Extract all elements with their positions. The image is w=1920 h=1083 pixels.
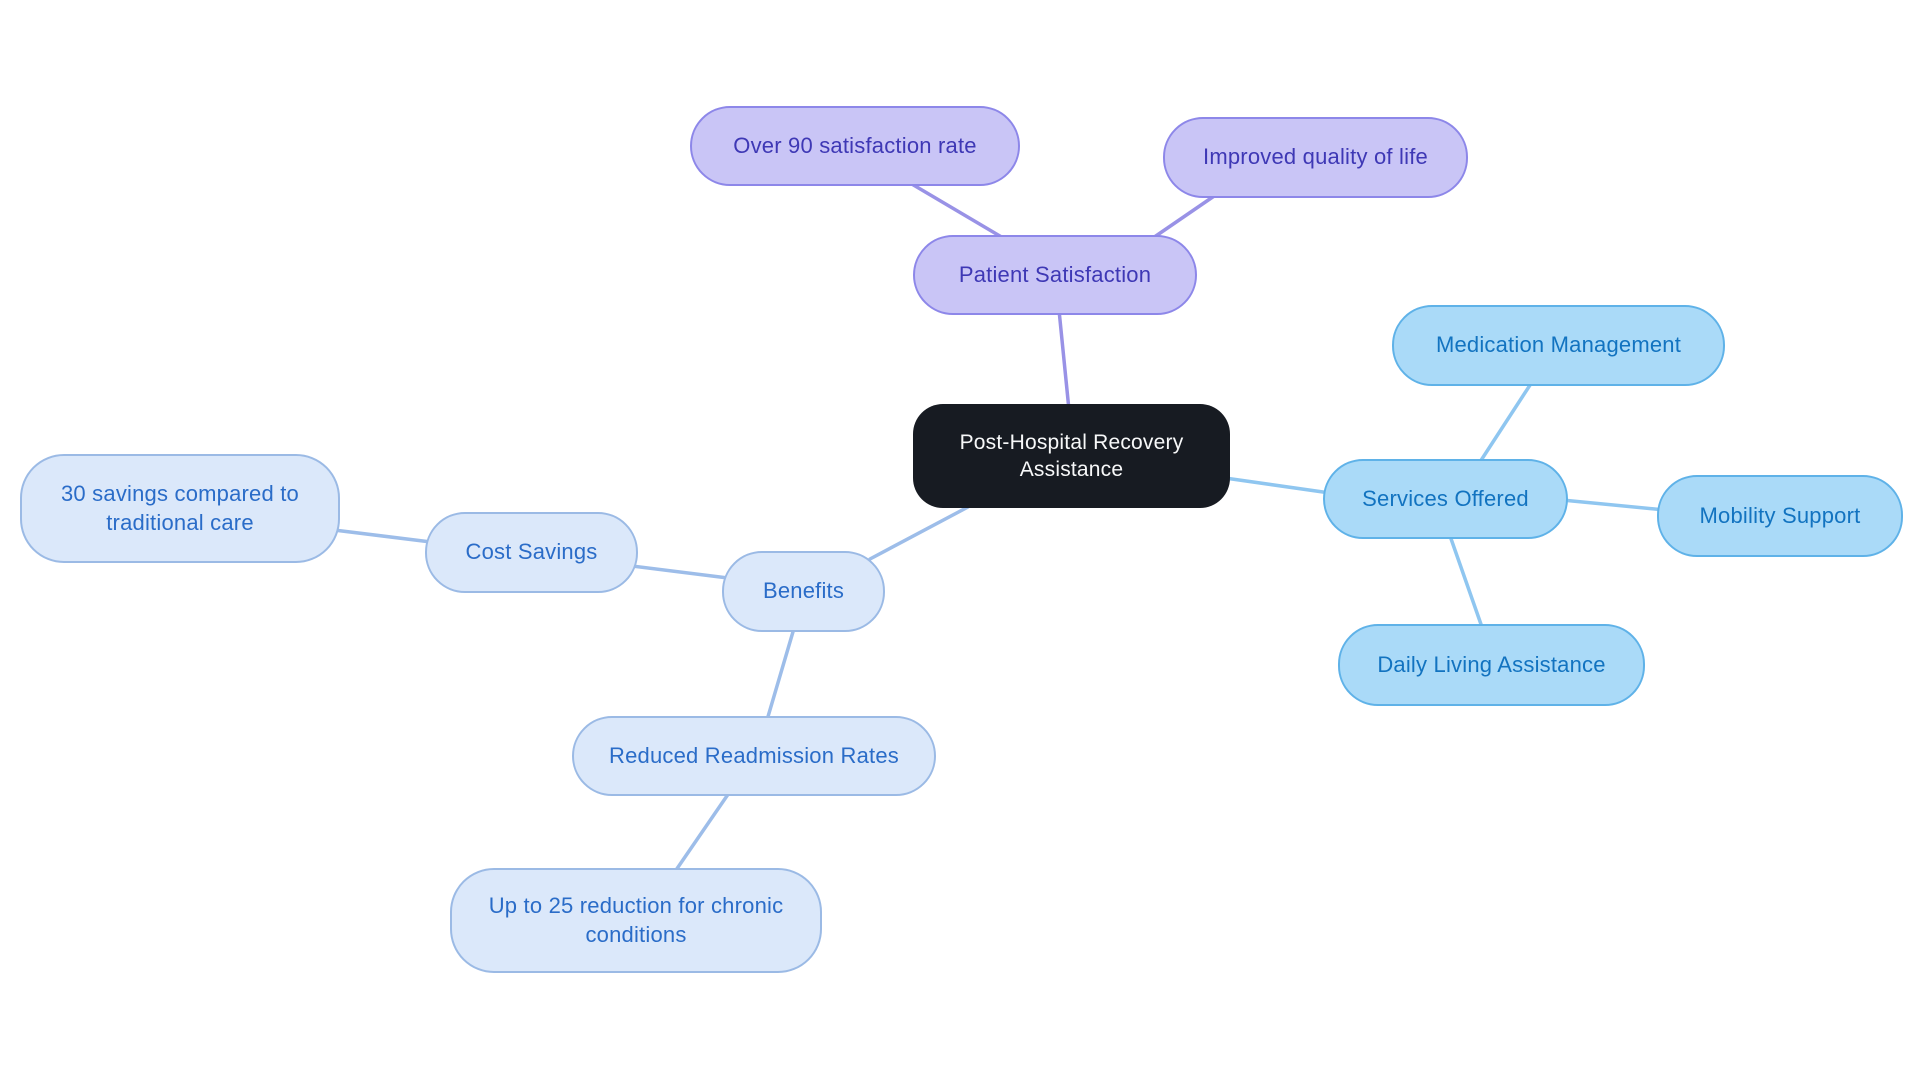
edge-satisfaction-rate-to-patient-satisfaction bbox=[903, 178, 1012, 244]
node-services-offered: Services Offered bbox=[1323, 459, 1568, 539]
node-satisfaction-rate: Over 90 satisfaction rate bbox=[690, 106, 1020, 186]
edge-benefits-to-cost-savings bbox=[630, 564, 730, 580]
node-daily-living-assistance-label: Daily Living Assistance bbox=[1377, 651, 1606, 677]
node-quality-of-life-label: Improved quality of life bbox=[1203, 144, 1428, 170]
edge-benefits-to-reduced-readmission bbox=[765, 623, 797, 722]
node-patient-satisfaction-label: Patient Satisfaction bbox=[958, 261, 1152, 287]
node-daily-living-assistance: Daily Living Assistance bbox=[1338, 624, 1645, 706]
node-reduced-readmission: Reduced Readmission Rates bbox=[572, 716, 936, 796]
node-readmission-detail: Up to 25 reduction for chronic condition… bbox=[450, 868, 822, 973]
node-services-offered-label: Services Offered bbox=[1362, 485, 1529, 511]
node-mobility-support-label: Mobility Support bbox=[1699, 502, 1861, 528]
edge-services-to-mobility-support bbox=[1560, 498, 1667, 512]
node-patient-satisfaction: Patient Satisfaction bbox=[913, 235, 1197, 315]
node-cost-savings-label: Cost Savings bbox=[465, 539, 598, 565]
node-satisfaction-rate-label: Over 90 satisfaction rate bbox=[733, 132, 977, 158]
node-benefits: Benefits bbox=[722, 551, 885, 632]
edge-root-to-benefits bbox=[868, 505, 970, 561]
edge-services-to-medication-management bbox=[1476, 380, 1534, 467]
node-root-label: Post-Hospital Recovery Assistance bbox=[959, 430, 1184, 481]
edge-services-to-daily-living bbox=[1447, 531, 1485, 632]
node-root: Post-Hospital Recovery Assistance bbox=[913, 404, 1230, 508]
edge-root-to-services-offered bbox=[1223, 476, 1332, 495]
node-cost-savings-detail: 30 savings compared to traditional care bbox=[20, 454, 340, 563]
node-cost-savings-detail-label: 30 savings compared to traditional care bbox=[61, 480, 299, 535]
node-benefits-label: Benefits bbox=[762, 578, 845, 604]
node-medication-management: Medication Management bbox=[1392, 305, 1725, 386]
edge-cost-savings-to-detail bbox=[332, 528, 433, 544]
node-reduced-readmission-label: Reduced Readmission Rates bbox=[609, 742, 899, 768]
edge-quality-of-life-to-patient-satisfaction bbox=[1148, 190, 1222, 242]
node-mobility-support: Mobility Support bbox=[1657, 475, 1903, 557]
node-readmission-detail-label: Up to 25 reduction for chronic condition… bbox=[488, 892, 784, 947]
edge-readmission-to-detail bbox=[672, 788, 733, 875]
edge-patient-satisfaction-to-root bbox=[1057, 308, 1071, 412]
node-medication-management-label: Medication Management bbox=[1435, 332, 1682, 358]
node-quality-of-life: Improved quality of life bbox=[1163, 117, 1468, 198]
node-cost-savings: Cost Savings bbox=[425, 512, 638, 593]
